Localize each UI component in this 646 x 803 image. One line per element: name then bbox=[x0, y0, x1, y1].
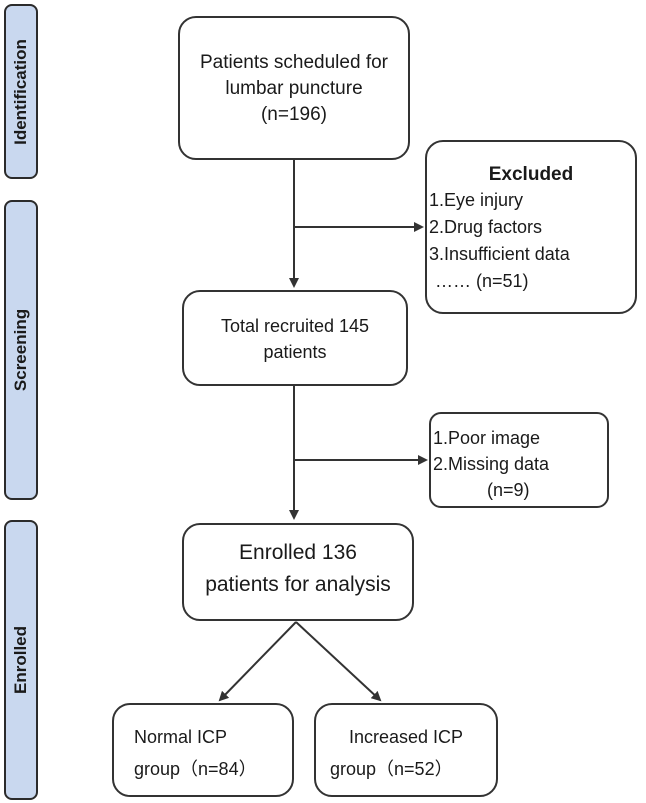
increased-line1: Increased ICP bbox=[348, 727, 464, 747]
excluded2-item-poor-image: 1.Poor image bbox=[433, 428, 541, 448]
arrow-to-normal bbox=[218, 621, 297, 702]
recruited-line2: patients bbox=[263, 342, 327, 362]
enrolled-line1: Enrolled 136 bbox=[239, 541, 357, 564]
box-increased-icp: Increased ICP group（n=52） bbox=[314, 703, 498, 797]
excluded1-item-drug-factors: 2.Drug factors bbox=[429, 217, 543, 237]
box-recruited: Total recruited 145 patients bbox=[182, 290, 408, 386]
increased-count: group（n=52） bbox=[330, 759, 453, 779]
phase-enrolled: Enrolled bbox=[4, 520, 38, 800]
excluded2-count: (n=9) bbox=[487, 480, 530, 500]
box-excluded-1: Excluded 1.Eye injury 2.Drug factors 3.I… bbox=[425, 140, 637, 314]
box-excluded-2: 1.Poor image 2.Missing data (n=9) bbox=[429, 412, 609, 508]
phase-screening: Screening bbox=[4, 200, 38, 500]
excluded1-title: Excluded bbox=[488, 164, 574, 185]
excluded1-count: …… (n=51) bbox=[435, 271, 529, 291]
recruited-line1: Total recruited 145 bbox=[220, 316, 370, 336]
normal-line1: Normal ICP bbox=[134, 727, 228, 747]
box-enrolled: Enrolled 136 patients for analysis bbox=[182, 523, 414, 621]
box-scheduled: Patients scheduled for lumbar puncture (… bbox=[178, 16, 410, 160]
scheduled-line1: Patients scheduled for bbox=[199, 52, 388, 73]
enrolled-line2: patients for analysis bbox=[205, 573, 391, 596]
excluded1-item-insufficient-data: 3.Insufficient data bbox=[429, 244, 570, 264]
normal-count: group（n=84） bbox=[134, 759, 257, 779]
excluded1-item-eye-injury: 1.Eye injury bbox=[429, 190, 524, 210]
arrow-to-increased bbox=[295, 621, 382, 702]
scheduled-line2: lumbar puncture bbox=[225, 78, 363, 99]
scheduled-count: (n=196) bbox=[260, 104, 328, 125]
box-normal-icp: Normal ICP group（n=84） bbox=[112, 703, 294, 797]
excluded2-item-missing-data: 2.Missing data bbox=[433, 454, 550, 474]
phase-identification: Identification bbox=[4, 4, 38, 179]
